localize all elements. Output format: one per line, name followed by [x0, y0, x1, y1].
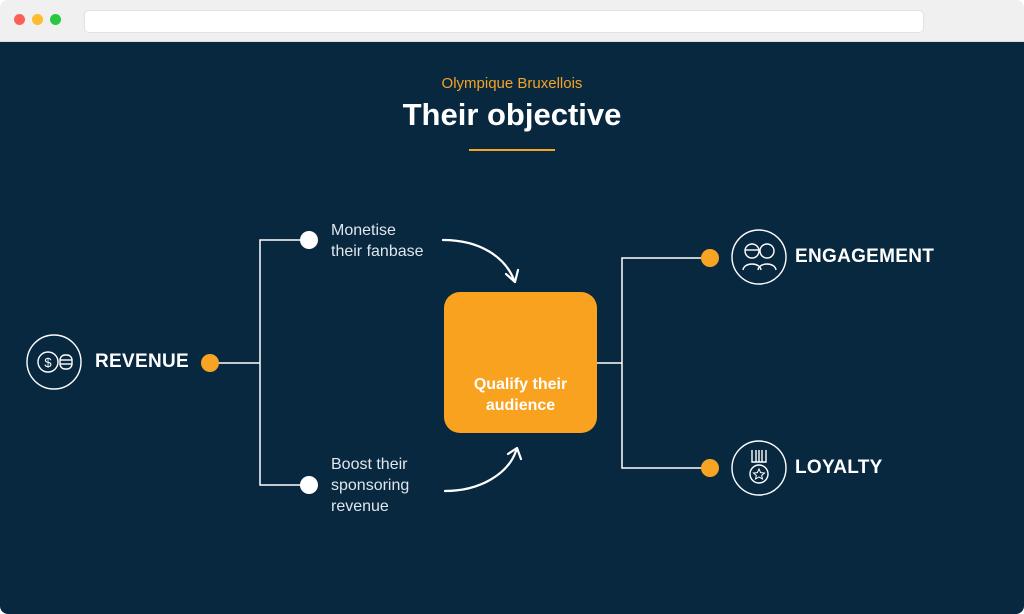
- outcome-branch: [621, 257, 710, 469]
- monetise-label-text: Monetise their fanbase: [331, 222, 424, 260]
- arrow-boost: [443, 449, 518, 493]
- minimize-window-button[interactable]: [32, 14, 43, 25]
- arrow-monetise-head: [504, 268, 520, 284]
- revenue-label: REVENUE: [95, 351, 189, 372]
- center-objective-box: Qualify their audience: [444, 292, 597, 433]
- close-window-button[interactable]: [14, 14, 25, 25]
- browser-chrome: [0, 0, 1024, 42]
- center-objective-label: Qualify their audience: [473, 376, 568, 414]
- address-bar[interactable]: [84, 10, 924, 33]
- loyalty-label: LOYALTY: [795, 457, 883, 478]
- diagram-subtitle: Olympique Bruxellois: [441, 75, 583, 92]
- boost-label: Boost their sponsoring revenue: [331, 454, 409, 517]
- diagram-title: Their objective: [402, 97, 622, 132]
- medal-icon: [731, 440, 787, 496]
- svg-text:$: $: [44, 355, 52, 370]
- boost-dot: [300, 476, 318, 494]
- engagement-dot: [701, 249, 719, 267]
- arrow-monetise: [441, 238, 516, 282]
- revenue-dot: [201, 354, 219, 372]
- arrow-boost-head: [506, 446, 523, 461]
- maximize-window-button[interactable]: [50, 14, 61, 25]
- monetise-dot: [300, 231, 318, 249]
- diagram-canvas: Olympique Bruxellois Their objective: [0, 42, 1024, 614]
- engagement-label: ENGAGEMENT: [795, 246, 935, 267]
- revenue-branch: [259, 239, 309, 486]
- coins-icon: $: [26, 334, 82, 390]
- fans-icon: [731, 229, 787, 285]
- boost-label-text: Boost their sponsoring revenue: [331, 456, 410, 515]
- loyalty-dot: [701, 459, 719, 477]
- connector-lines: $: [26, 229, 787, 496]
- title-underline: [469, 149, 555, 151]
- monetise-label: Monetise their fanbase: [331, 220, 424, 262]
